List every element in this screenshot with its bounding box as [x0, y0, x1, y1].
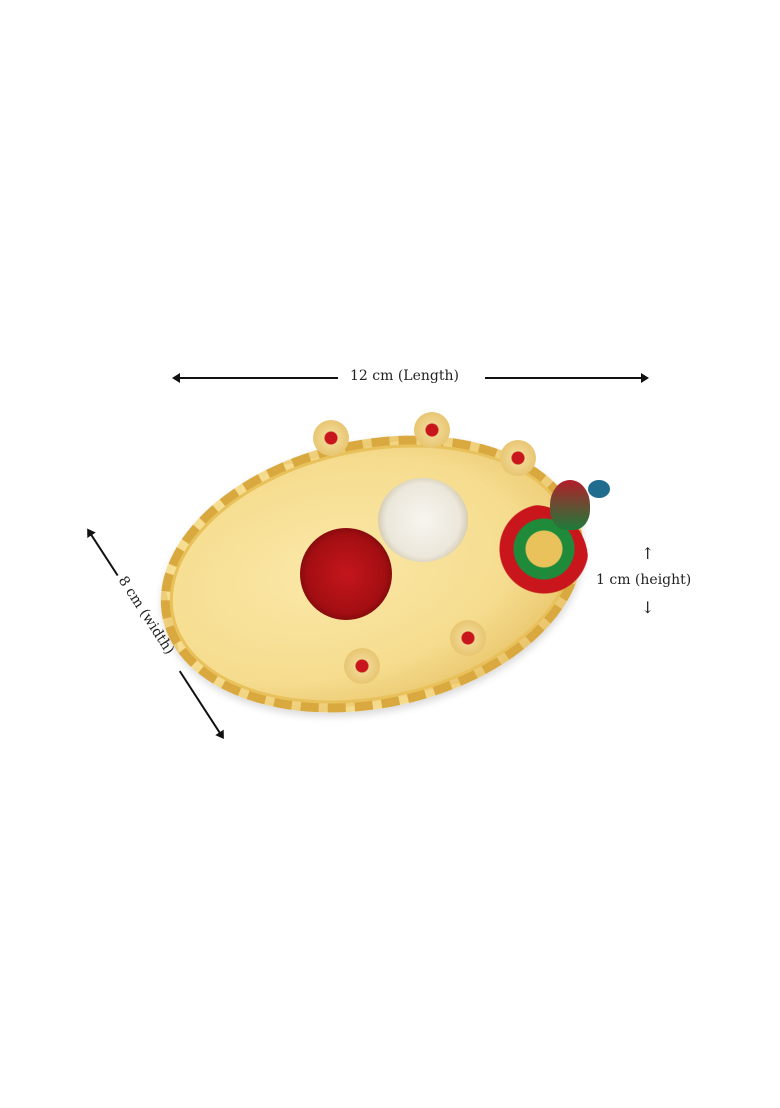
peacock-body-ornament	[550, 480, 590, 530]
height-label: 1 cm (height)	[596, 572, 692, 588]
length-arrow-right-icon	[641, 373, 649, 383]
flower-ornament	[344, 648, 380, 684]
rice-bowl	[378, 478, 468, 562]
length-line-left	[176, 377, 338, 379]
height-arrow-up-icon: ↑	[641, 544, 655, 563]
width-line-start	[89, 533, 119, 577]
height-arrow-down-icon: ↓	[641, 598, 655, 617]
flower-ornament	[414, 412, 450, 448]
flower-ornament	[450, 620, 486, 656]
flower-ornament	[313, 420, 349, 456]
length-line-right	[485, 377, 643, 379]
kumkum-bowl	[300, 528, 392, 620]
flower-ornament	[500, 440, 536, 476]
length-label: 12 cm (Length)	[350, 368, 459, 384]
peacock-head-ornament	[588, 480, 610, 498]
